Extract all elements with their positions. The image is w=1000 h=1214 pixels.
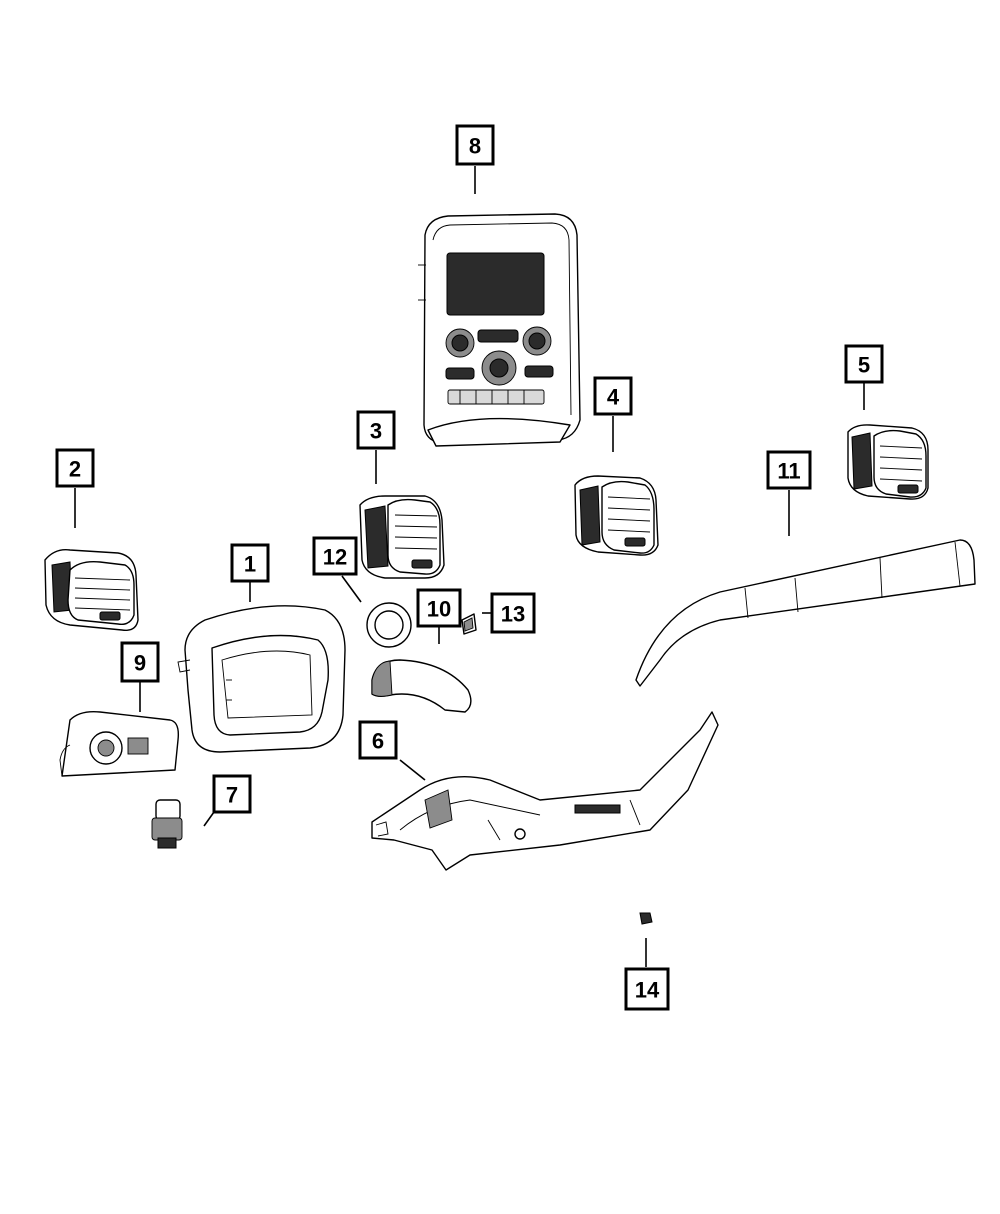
part-10-trim-piece	[371, 659, 472, 713]
leader-lines	[74, 166, 865, 967]
callout-10-label: 10	[427, 597, 451, 622]
leader-7	[203, 811, 215, 827]
part-6-lower-panel	[371, 711, 719, 871]
callout-11: 11	[766, 450, 812, 490]
callout-1-label: 1	[244, 552, 256, 577]
callout-2: 2	[55, 448, 95, 488]
callout-5: 5	[844, 344, 884, 384]
callout-7: 7	[212, 774, 252, 814]
part-11-dash-trim-strip	[635, 539, 976, 687]
part-3-air-vent-center-left	[359, 495, 445, 579]
callout-14-label: 14	[635, 978, 660, 1003]
callout-3: 3	[356, 410, 396, 450]
callout-6: 6	[358, 720, 398, 760]
callout-10: 10	[416, 588, 462, 628]
callout-5-label: 5	[858, 353, 870, 378]
part-4-air-vent-center-right	[574, 475, 659, 556]
callout-3-label: 3	[370, 419, 382, 444]
callout-12-label: 12	[323, 545, 347, 570]
callout-8-label: 8	[469, 134, 481, 159]
callout-13: 13	[490, 592, 536, 634]
callout-4: 4	[593, 376, 633, 416]
callout-9: 9	[120, 641, 160, 683]
part-13-clip	[461, 613, 477, 635]
part-8-radio-bezel	[418, 213, 581, 447]
callout-8: 8	[455, 124, 495, 166]
part-7-switch	[151, 799, 183, 849]
part-2-air-vent-left	[44, 549, 139, 631]
part-9-switch-panel	[59, 710, 180, 777]
part-12-trim-ring	[366, 602, 412, 648]
part-14-clip	[639, 912, 653, 925]
part-5-air-vent-right	[847, 424, 929, 500]
callout-12: 12	[312, 536, 358, 576]
callout-13-label: 13	[501, 602, 525, 627]
callout-11-label: 11	[777, 459, 800, 484]
callout-1: 1	[230, 543, 270, 583]
callout-6-label: 6	[372, 729, 384, 754]
callout-9-label: 9	[134, 651, 146, 676]
callout-4-label: 4	[607, 385, 620, 410]
callout-14: 14	[624, 967, 670, 1011]
part-1-cluster-bezel	[177, 605, 346, 753]
leader-12	[341, 575, 362, 603]
leader-6	[399, 759, 426, 781]
callout-7-label: 7	[226, 783, 238, 808]
callout-2-label: 2	[69, 457, 81, 482]
